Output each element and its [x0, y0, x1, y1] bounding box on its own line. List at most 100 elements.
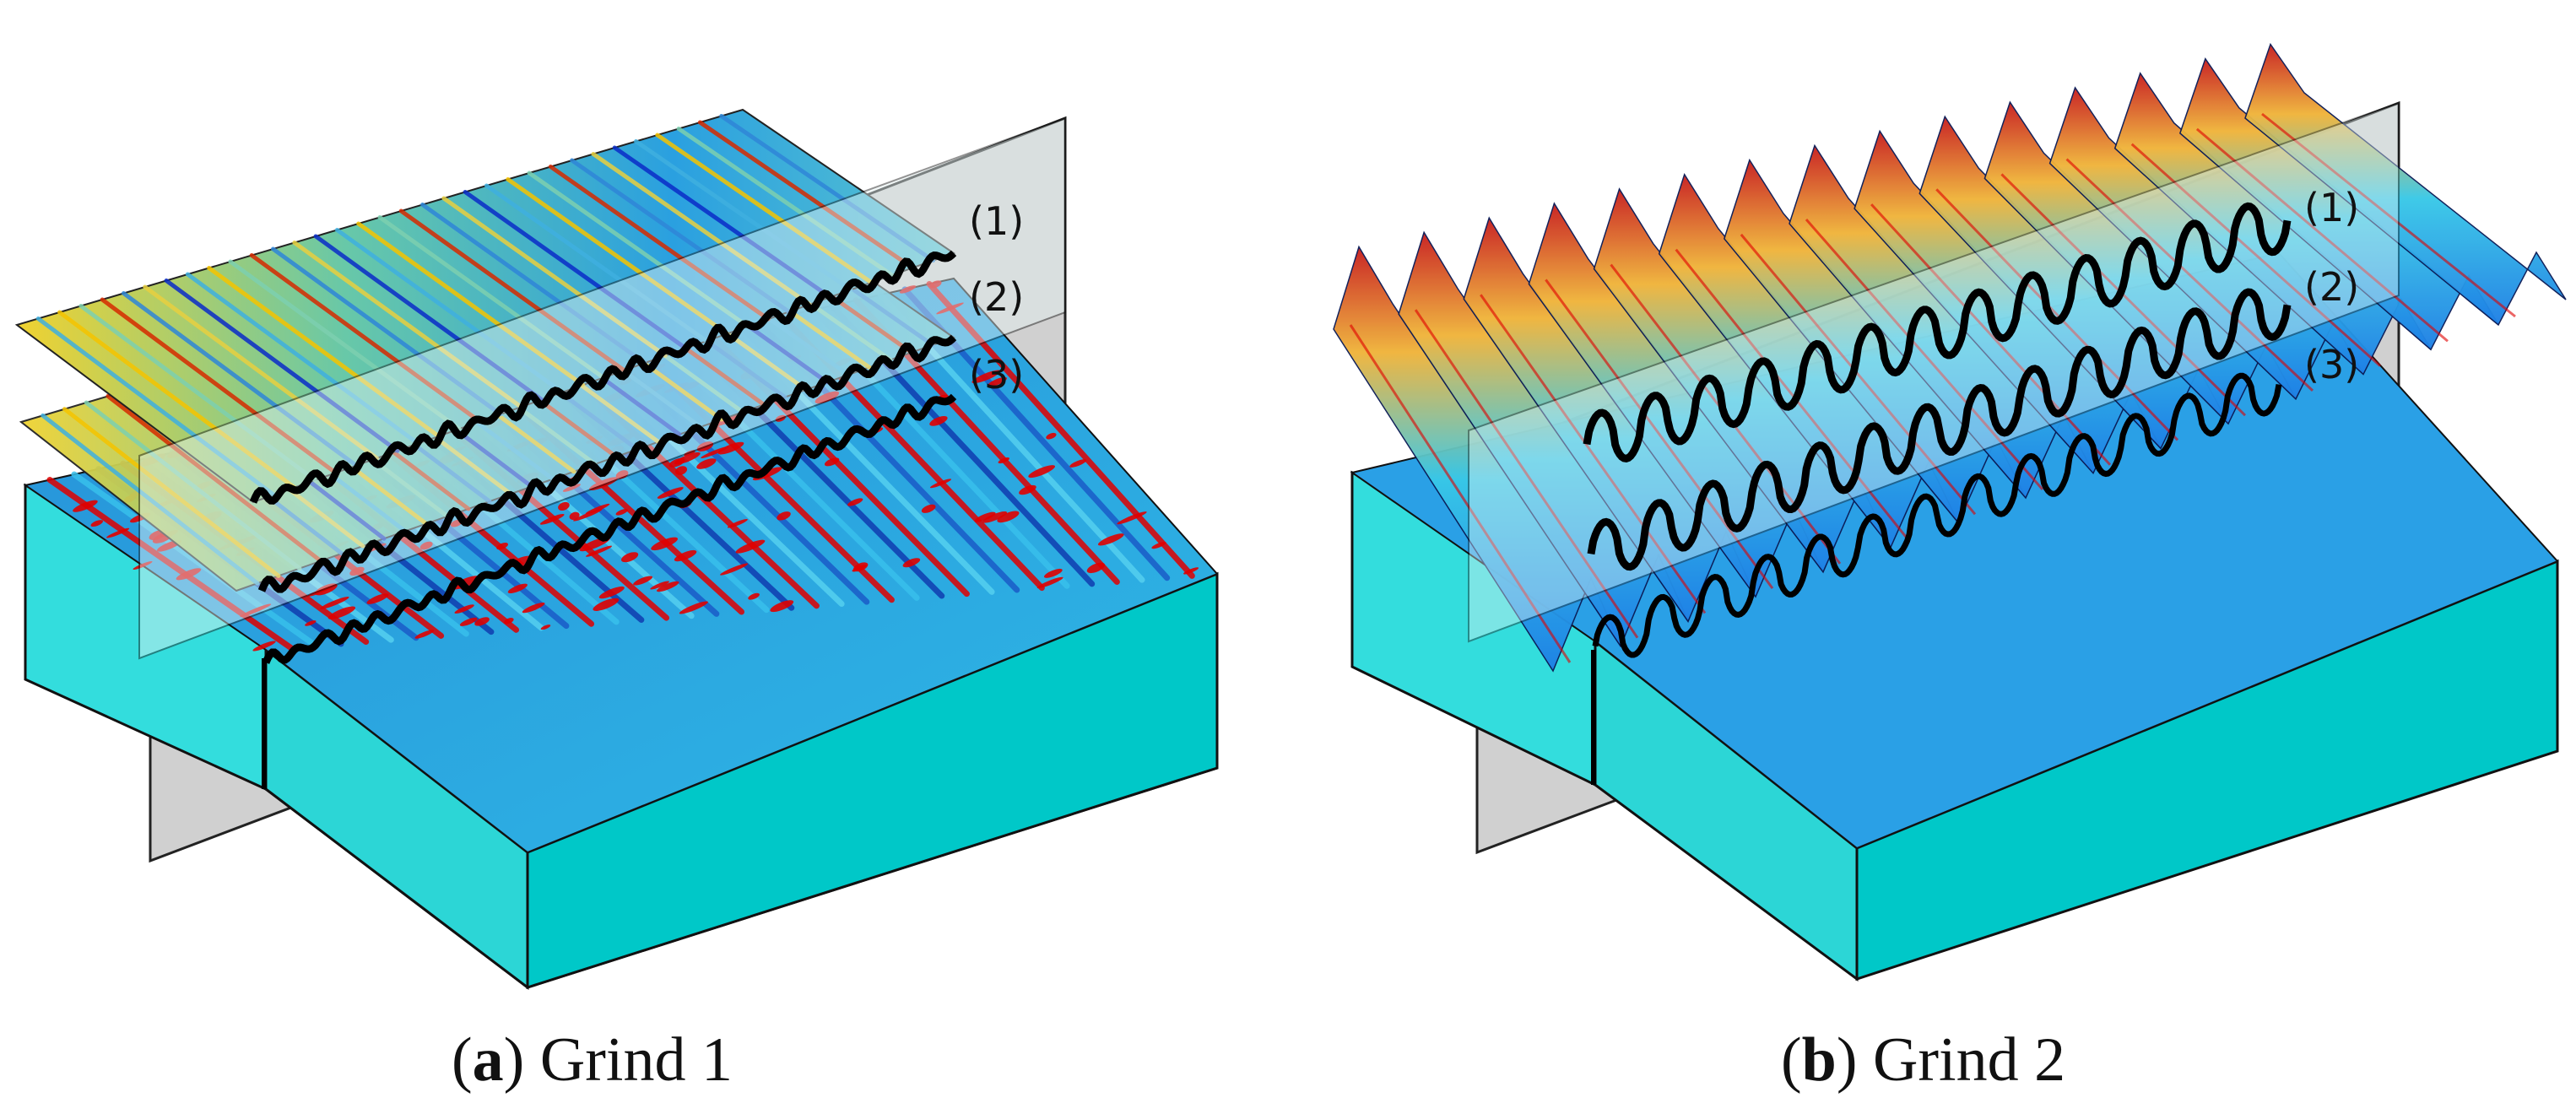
pit-mark	[651, 537, 679, 551]
surface-stripe	[121, 291, 359, 468]
pit-mark	[727, 519, 748, 528]
ridge-valley	[1480, 294, 1707, 614]
profile-label-1: (1)	[969, 198, 1024, 244]
profile-line-2	[1587, 288, 2292, 571]
pit-mark	[1117, 511, 1147, 525]
ridge-valley	[1740, 233, 1977, 516]
panel-grind-2: (1) (2) (3) (b) Grind 2	[1333, 42, 2567, 1095]
surface-stripe	[463, 190, 689, 351]
caption-a-text: Grind 1	[540, 1025, 733, 1095]
caption-b-text: Grind 2	[1873, 1025, 2065, 1095]
pit-mark	[474, 617, 490, 626]
ridge	[2244, 42, 2567, 327]
surface-stripe	[313, 234, 544, 403]
pit-mark	[569, 511, 580, 520]
surface-stripe	[484, 183, 709, 343]
pit-mark	[675, 466, 688, 475]
pit-mark	[1019, 484, 1036, 495]
profile-label-1: (1)	[2304, 185, 2359, 230]
pit-mark	[929, 479, 952, 489]
pit-mark	[679, 601, 708, 614]
pit-mark	[998, 457, 1010, 464]
pit-mark	[717, 441, 744, 455]
ridge-valley	[1805, 219, 2044, 490]
surface-stripe	[41, 413, 260, 586]
pit-mark	[133, 560, 153, 570]
pit-mark	[327, 606, 356, 619]
ridge-valley	[1414, 309, 1639, 639]
pit-mark	[902, 558, 921, 568]
pit-mark	[921, 504, 936, 513]
pit-mark	[748, 592, 760, 600]
profile-line-3	[1592, 372, 2282, 658]
pit-mark	[852, 565, 867, 572]
ridge-valley	[1935, 188, 2179, 441]
pit-mark	[305, 620, 317, 626]
pit-mark	[539, 514, 565, 525]
surface-stripe	[926, 280, 1195, 579]
surface-stripe	[655, 132, 874, 285]
pit-mark	[90, 520, 104, 527]
ridge-valley	[2130, 143, 2381, 367]
surface-stripe	[356, 221, 586, 387]
ridge-valley	[1545, 278, 1774, 590]
pit-mark	[504, 618, 514, 625]
surface-stripe	[719, 114, 936, 263]
pit-mark	[558, 501, 570, 511]
pit-mark	[777, 511, 791, 521]
surface-stripe	[377, 215, 606, 380]
pit-mark	[1097, 533, 1124, 546]
pit-mark	[106, 527, 130, 538]
ridge-valley	[1870, 203, 2112, 466]
pit-mark	[633, 576, 653, 586]
pit-mark	[1028, 465, 1056, 479]
profile-line-2	[257, 334, 957, 593]
surface-stripe	[676, 127, 895, 278]
pit-mark	[598, 586, 625, 599]
pit-mark	[936, 302, 964, 315]
pit-mark	[588, 477, 619, 490]
pit-mark	[650, 581, 669, 590]
pit-mark	[735, 539, 766, 554]
pit-mark	[1036, 576, 1063, 589]
surface-stripe	[697, 120, 915, 270]
pit-mark	[459, 617, 478, 626]
pit-mark	[696, 441, 714, 452]
surface-stripe	[46, 477, 295, 652]
pit-mark	[656, 581, 679, 592]
surface-stripe	[35, 316, 276, 497]
surface-stripe	[185, 272, 420, 446]
pit-mark	[585, 503, 610, 515]
surface-stripe	[634, 139, 853, 292]
pit-mark	[252, 641, 276, 652]
surface-stripe	[207, 266, 441, 439]
pit-mark	[1086, 562, 1106, 574]
pit-mark	[586, 545, 613, 557]
ridge-valley	[1349, 324, 1572, 663]
surface-stripe	[249, 253, 483, 425]
pit-mark	[615, 470, 629, 479]
surface-stripe	[570, 158, 792, 314]
pit-mark	[621, 552, 639, 563]
pit-mark	[701, 446, 729, 458]
pit-mark	[824, 457, 840, 467]
pit-mark	[929, 280, 942, 289]
pit-mark	[657, 487, 684, 499]
surface-stripe	[164, 278, 400, 453]
surface-stripe	[271, 246, 503, 417]
surface-stripe	[57, 310, 297, 490]
pit-mark	[419, 541, 433, 550]
pit-mark	[315, 583, 338, 596]
pit-mark	[73, 500, 98, 512]
surface-stripe	[62, 407, 281, 578]
pit-mark	[240, 603, 272, 617]
pit-mark	[775, 414, 786, 422]
pit-mark	[1043, 568, 1063, 578]
profile-label-2: (2)	[969, 274, 1024, 320]
pit-mark	[988, 376, 1008, 387]
ridge-valley	[1675, 248, 1909, 540]
pit-mark	[507, 583, 528, 594]
surface-stripe	[612, 145, 833, 300]
ridge-valley	[2261, 112, 2516, 318]
